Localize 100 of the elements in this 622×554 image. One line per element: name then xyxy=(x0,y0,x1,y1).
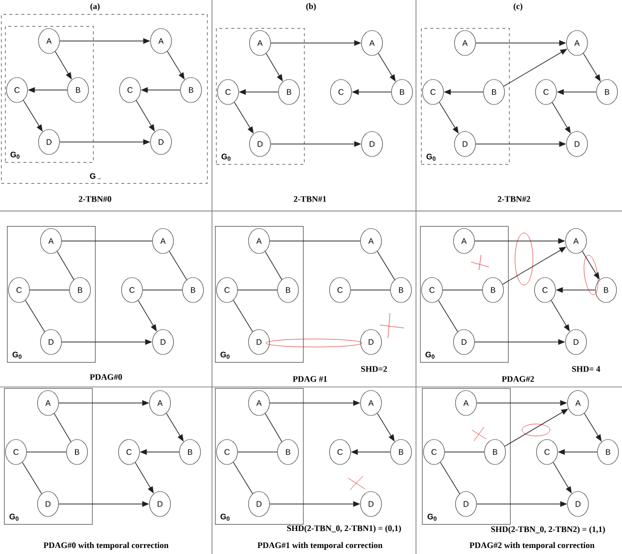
caption: 2-TBN#0 xyxy=(78,196,112,202)
ellipse-node: A xyxy=(152,228,174,254)
connector-line xyxy=(269,240,361,242)
ellipse-node: C xyxy=(217,79,239,105)
connector-line xyxy=(438,300,458,332)
ellipse-node: A xyxy=(566,30,588,56)
ellipse-node: A xyxy=(567,390,589,416)
ellipse-node: D xyxy=(453,329,475,355)
ellipse-node: B xyxy=(595,277,617,303)
ellipse-node: A xyxy=(40,228,62,254)
ellipse-node: B xyxy=(278,79,300,105)
ellipse-node: B xyxy=(597,439,619,465)
ellipse-node: C xyxy=(536,439,558,465)
connector-line xyxy=(440,462,460,494)
score-text: SHD= 4 xyxy=(572,366,600,372)
ellipse-node: A xyxy=(249,30,271,56)
connector-line xyxy=(54,413,72,442)
ellipse-node: C xyxy=(5,439,27,465)
ellipse-node: A xyxy=(38,28,60,54)
ellipse-node: D xyxy=(38,129,60,155)
ellipse-node: D xyxy=(567,491,589,517)
ellipse-node: D xyxy=(248,329,270,355)
ellipse-node: B xyxy=(483,79,505,105)
ellipse-node: C xyxy=(329,439,351,465)
ellipse-node: B xyxy=(182,277,204,303)
ellipse-node: C xyxy=(330,79,352,105)
score-text: SHD=2 xyxy=(361,366,387,372)
arrow xyxy=(54,51,72,80)
ellipse-node: C xyxy=(216,277,238,303)
ellipse-node: C xyxy=(535,79,557,105)
ellipse-node: D xyxy=(360,491,382,517)
caption: PDAG#2 xyxy=(502,376,534,382)
caption: PDAG#0 xyxy=(90,374,122,380)
ellipse-node: A xyxy=(454,30,476,56)
ellipse-node: D xyxy=(360,329,382,355)
connector-line xyxy=(56,251,74,280)
ellipse-node: A xyxy=(361,30,383,56)
ellipse-node: B xyxy=(277,439,299,465)
caption: PDAG #1 xyxy=(292,376,327,382)
ellipse-node: D xyxy=(149,491,171,517)
ellipse-node: B xyxy=(391,79,413,105)
caption: PDAG#2 with temporal correction xyxy=(470,542,594,550)
score-text: SHD(2-TBN_0, 2-TBN1) = (0,1) xyxy=(287,525,401,533)
panel-label: (a) xyxy=(90,3,100,11)
ellipse-node: C xyxy=(118,439,140,465)
connector-line xyxy=(233,300,253,332)
ellipse-node: D xyxy=(150,129,172,155)
ellipse-node: B xyxy=(277,277,299,303)
connector-line xyxy=(264,413,282,442)
ellipse-node: C xyxy=(423,439,445,465)
ellipse-node: B xyxy=(484,439,506,465)
connector-line xyxy=(61,240,153,242)
ellipse-node: C xyxy=(216,439,238,465)
connector-line xyxy=(377,251,396,280)
score-text: SHD(2-TBN_0, 2-TBN2) = (1,1) xyxy=(491,526,605,534)
ellipse-node: D xyxy=(40,329,62,355)
ellipse-node: A xyxy=(565,228,587,254)
ellipse-node: A xyxy=(455,390,477,416)
ellipse-node: D xyxy=(566,131,588,157)
ellipse-node: D xyxy=(455,491,477,517)
ellipse-node: C xyxy=(534,277,556,303)
connector-line xyxy=(264,251,282,280)
ellipse-node: C xyxy=(6,77,28,103)
ellipse-node: A xyxy=(248,228,270,254)
ellipse-node: D xyxy=(152,329,174,355)
ellipse-node: A xyxy=(37,390,59,416)
ellipse-node: A xyxy=(453,228,475,254)
ellipse-node: D xyxy=(37,491,59,517)
connector-line xyxy=(233,462,253,494)
ellipse-node: B xyxy=(66,439,88,465)
ellipse-node: B xyxy=(390,439,412,465)
ellipse-node: C xyxy=(421,277,443,303)
arrow xyxy=(266,53,283,82)
ellipse-node: B xyxy=(179,439,201,465)
ellipse-node: C xyxy=(121,277,143,303)
connector-line xyxy=(25,300,45,332)
ellipse-node: D xyxy=(361,131,383,157)
ellipse-node: A xyxy=(360,228,382,254)
ellipse-node: C xyxy=(422,79,444,105)
ellipse-node: D xyxy=(565,329,587,355)
connector-line xyxy=(22,462,42,494)
caption: PDAG#0 with temporal correction xyxy=(44,542,168,550)
connector-line xyxy=(169,251,187,280)
ellipse-node: B xyxy=(69,277,91,303)
ellipse-node: C xyxy=(329,277,351,303)
panel-label: (c) xyxy=(514,3,522,11)
ellipse-node: C xyxy=(119,77,141,103)
ellipse-node: D xyxy=(454,131,476,157)
ellipse-node: B xyxy=(482,277,504,303)
ellipse-node: C xyxy=(8,277,30,303)
ellipse-node: A xyxy=(360,390,382,416)
ellipse-node: D xyxy=(248,491,270,517)
ellipse-node: A xyxy=(150,28,172,54)
ellipse-node: B xyxy=(67,77,89,103)
panel-label: (b) xyxy=(306,3,316,11)
ellipse-node: B xyxy=(180,77,202,103)
ellipse-node: A xyxy=(248,390,270,416)
caption: PDAG#1 with temporal correction xyxy=(258,542,382,550)
ellipse-node: A xyxy=(149,390,171,416)
caption: 2-TBN#2 xyxy=(498,196,530,202)
